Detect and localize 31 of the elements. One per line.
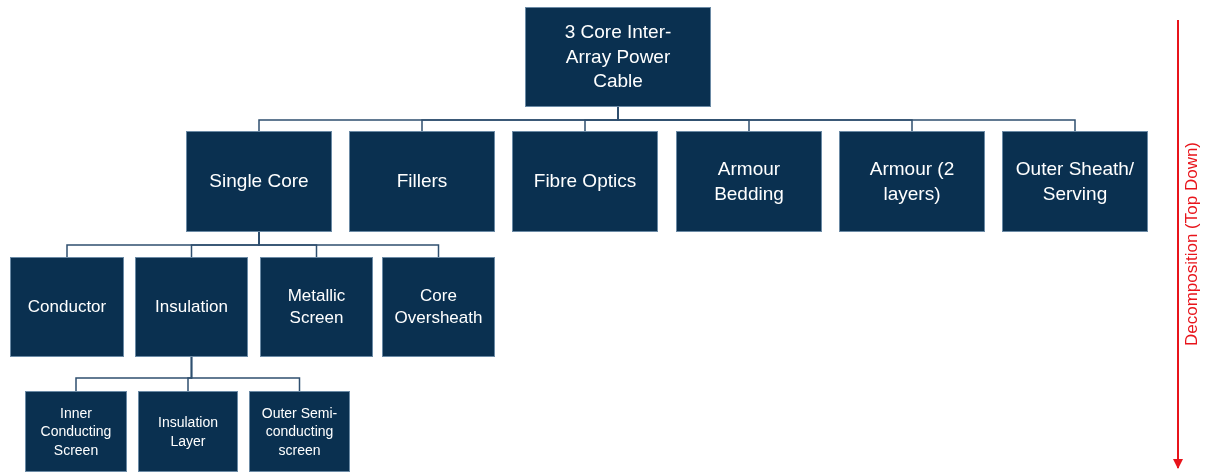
component-box xyxy=(525,7,711,107)
connector-line xyxy=(190,356,301,392)
component-box xyxy=(138,391,238,472)
component-box xyxy=(382,257,495,357)
component-box xyxy=(839,131,985,232)
component-box xyxy=(186,131,332,232)
component-label: Conductor xyxy=(27,295,107,318)
component-box xyxy=(676,131,822,232)
component-box xyxy=(25,391,127,472)
component-label: Armour (2 layers) xyxy=(868,156,956,206)
component-label: Outer Semi-conducting screen xyxy=(260,404,339,459)
component-label: Core Oversheath xyxy=(393,284,484,329)
component-box xyxy=(349,131,495,232)
component-label: Armour Bedding xyxy=(713,156,785,206)
component-box xyxy=(249,391,350,472)
connector-line xyxy=(258,231,440,258)
component-label: Metallic Screen xyxy=(286,284,347,329)
component-box xyxy=(512,131,658,232)
component-label: Inner Conducting Screen xyxy=(39,404,113,459)
component-box xyxy=(10,257,124,357)
component-box xyxy=(1002,131,1148,232)
component-label: Single Core xyxy=(209,169,309,194)
component-label: Insulation Layer xyxy=(157,413,219,450)
component-label: Fillers xyxy=(396,169,448,194)
component-label: Fibre Optics xyxy=(533,169,637,194)
axis-label: Decomposition (Top Down) xyxy=(1182,141,1202,347)
component-label: Insulation xyxy=(155,295,228,318)
component-box xyxy=(135,257,248,357)
component-box xyxy=(260,257,373,357)
component-label: 3 Core Inter-Array Power Cable xyxy=(563,19,673,94)
component-label: Outer Sheath/ Serving xyxy=(1014,156,1136,206)
